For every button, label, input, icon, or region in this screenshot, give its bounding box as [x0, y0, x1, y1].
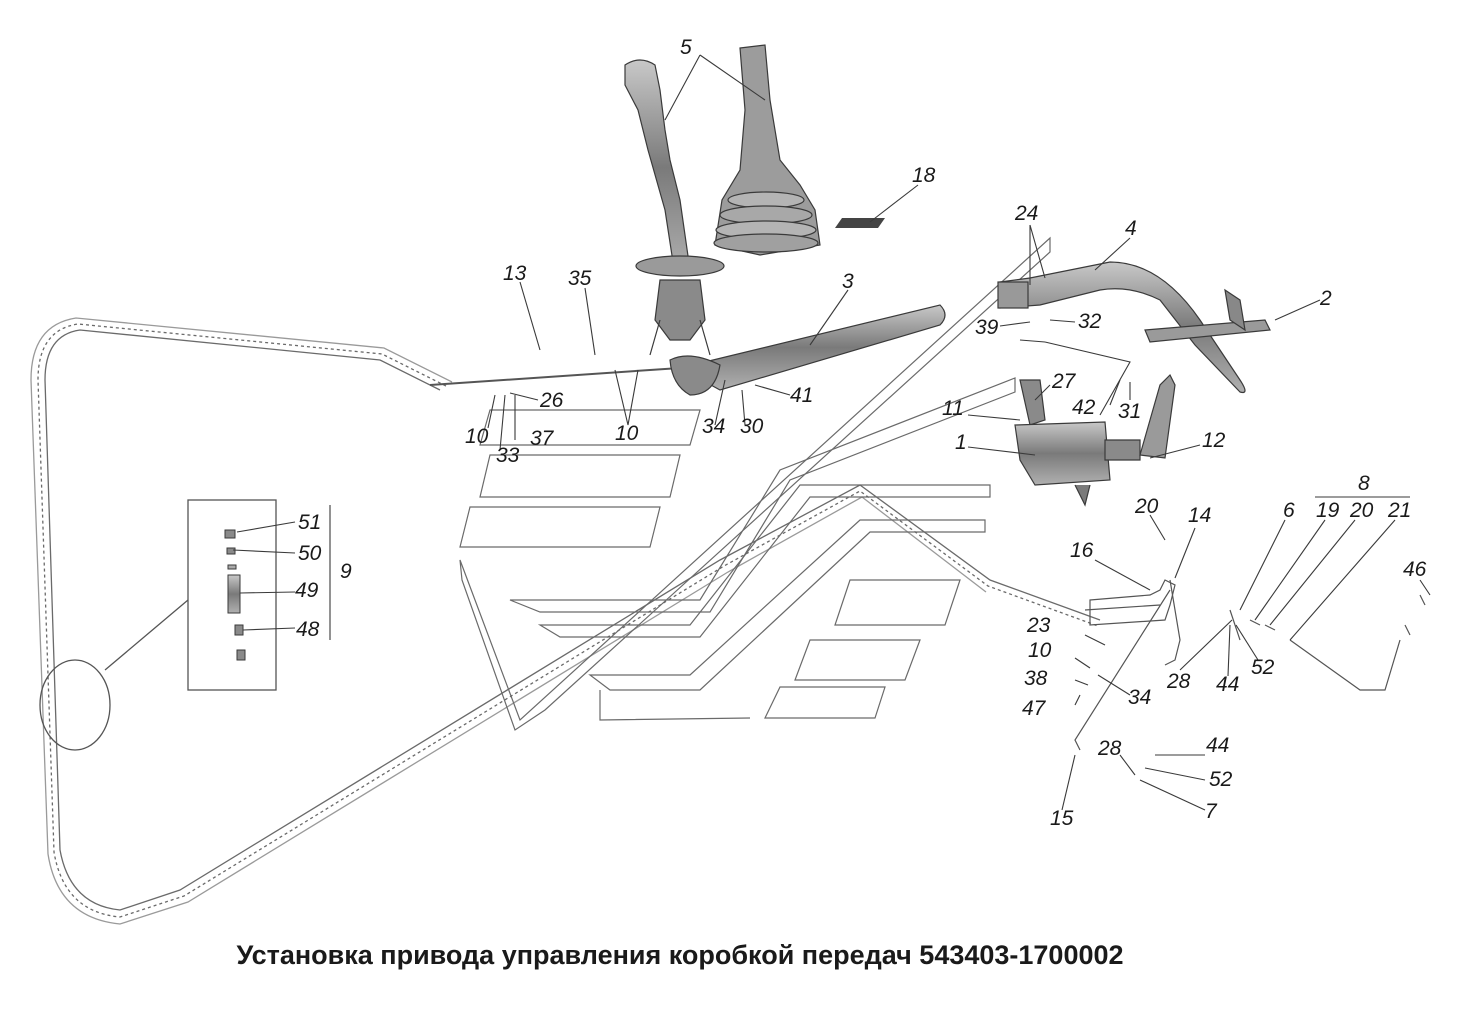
- callout-19: 19: [1316, 499, 1340, 522]
- callout-42: 42: [1072, 396, 1096, 419]
- callout-6: 6: [1283, 499, 1295, 522]
- callout-3: 3: [842, 270, 854, 293]
- page-title: Установка привода управления коробкой пе…: [236, 940, 1124, 970]
- callout-10-a: 10: [465, 425, 489, 448]
- callout-46: 46: [1403, 558, 1427, 581]
- callout-34-a: 34: [702, 415, 725, 438]
- callout-41: 41: [790, 384, 813, 407]
- callout-39: 39: [975, 316, 999, 339]
- floor-outline: [459, 236, 1051, 731]
- callout-21: 21: [1387, 499, 1411, 522]
- callout-24: 24: [1014, 202, 1038, 225]
- callout-20-a: 20: [1349, 499, 1374, 522]
- callout-49: 49: [295, 579, 319, 602]
- callout-30: 30: [740, 415, 764, 438]
- detail-leader: [104, 599, 189, 671]
- lever-arm: [997, 261, 1271, 394]
- gear-lever: [624, 59, 725, 356]
- callout-44-a: 44: [1216, 673, 1239, 696]
- callout-13: 13: [503, 262, 527, 285]
- callout-32: 32: [1078, 310, 1102, 333]
- callout-10-c: 10: [1028, 639, 1052, 662]
- callout-8: 8: [1358, 472, 1370, 495]
- callout-47: 47: [1022, 697, 1047, 720]
- rod-set-8: [1229, 594, 1426, 691]
- callout-15: 15: [1050, 807, 1074, 830]
- callout-38: 38: [1024, 667, 1048, 690]
- callout-34-b: 34: [1128, 686, 1151, 709]
- callout-33: 33: [496, 444, 520, 467]
- inset-parts: [224, 529, 246, 661]
- link-rods: [1074, 579, 1181, 751]
- callout-23: 23: [1026, 614, 1051, 637]
- callout-50: 50: [298, 542, 322, 565]
- callout-10-b: 10: [615, 422, 639, 445]
- callout-11: 11: [942, 397, 964, 420]
- callout-18: 18: [912, 164, 936, 187]
- callout-7: 7: [1205, 800, 1218, 823]
- leader-lines: [232, 54, 1431, 811]
- callout-14: 14: [1188, 504, 1211, 527]
- callout-37: 37: [530, 427, 555, 450]
- callout-2: 2: [1319, 287, 1332, 310]
- callout-28-b: 28: [1097, 737, 1122, 760]
- callout-52-a: 52: [1251, 656, 1275, 679]
- inset-box: [187, 499, 277, 691]
- callout-5: 5: [680, 36, 692, 59]
- callout-27: 27: [1051, 370, 1077, 393]
- callout-26: 26: [539, 389, 564, 412]
- callout-20-b: 20: [1134, 495, 1159, 518]
- mechanism-housing: [1014, 373, 1176, 507]
- callout-1: 1: [955, 431, 967, 454]
- control-cable: [30, 317, 1101, 925]
- callout-35: 35: [568, 267, 592, 290]
- plate-18: [835, 218, 885, 228]
- callout-44-b: 44: [1206, 734, 1229, 757]
- callout-16: 16: [1070, 539, 1094, 562]
- callout-48: 48: [296, 618, 320, 641]
- callout-52-b: 52: [1209, 768, 1233, 791]
- detail-circle: [39, 659, 111, 751]
- rubber-boot: [713, 44, 821, 256]
- callout-28-a: 28: [1166, 670, 1191, 693]
- callout-12: 12: [1202, 429, 1226, 452]
- callout-31: 31: [1118, 400, 1141, 423]
- callout-51: 51: [298, 511, 321, 534]
- callout-9: 9: [340, 560, 352, 583]
- callout-labels: 5 18 24 4 13 35 3 2 39 32 27 42 31 10 26…: [295, 36, 1427, 830]
- callout-4: 4: [1125, 217, 1137, 240]
